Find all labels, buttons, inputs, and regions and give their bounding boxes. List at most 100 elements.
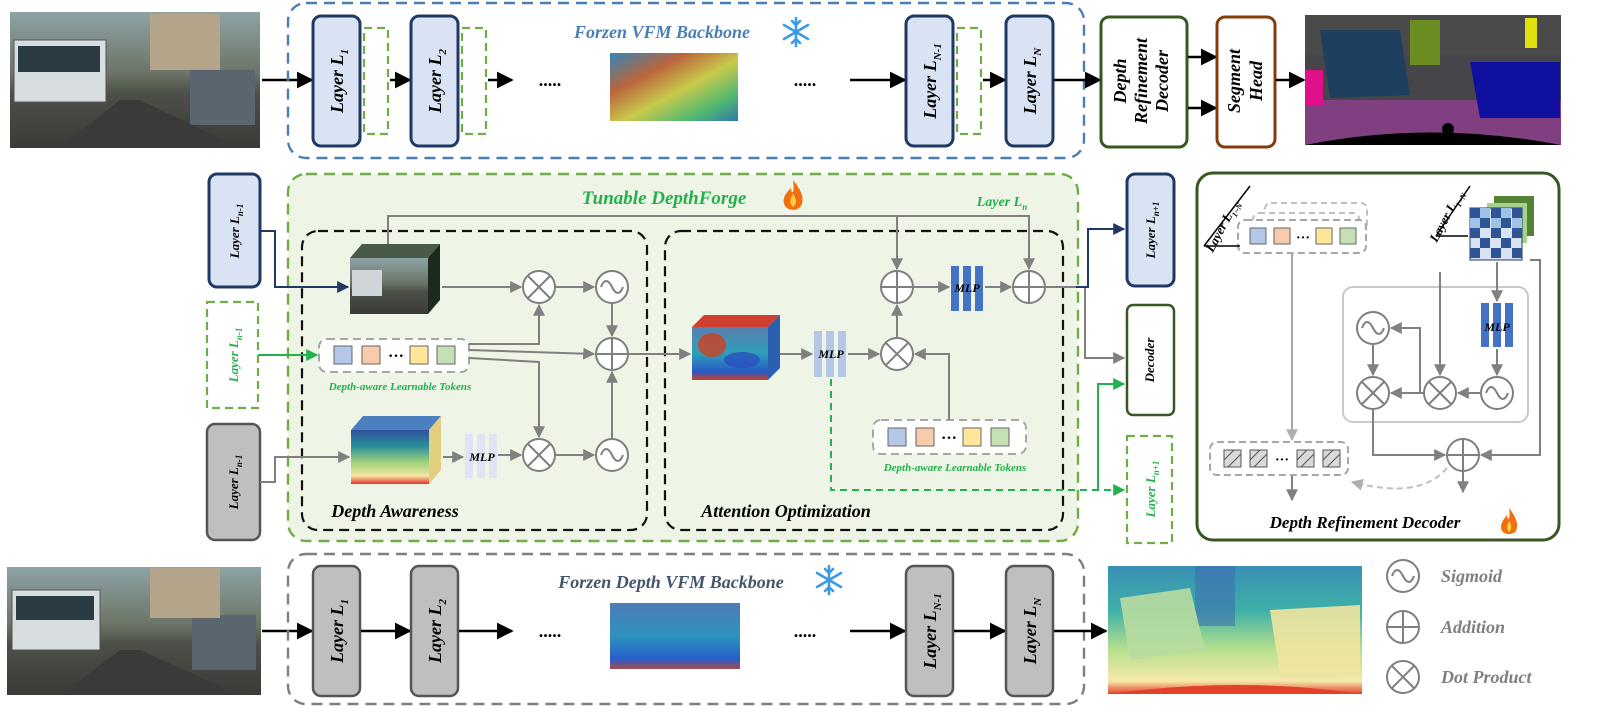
feature-cube-street xyxy=(350,244,440,314)
svg-text:MLP: MLP xyxy=(1483,320,1510,334)
right-layer-n+1-blue: Layer Ln+1 xyxy=(1125,172,1176,288)
top-layer-1: Layer L1 xyxy=(311,14,362,148)
svg-text:···: ··· xyxy=(1275,453,1289,468)
op-dot-1 xyxy=(522,270,556,304)
svg-text:Layer L2: Layer L2 xyxy=(425,49,449,114)
drd-flame-icon xyxy=(1501,508,1518,534)
segment-head-box: Segment Head xyxy=(1215,15,1277,149)
legend-sigmoid: Sigmoid xyxy=(1386,559,1503,593)
bottom-layer-1: Layer L1 xyxy=(311,564,362,698)
snowflake-icon xyxy=(782,16,810,48)
drd-op-sigmoid-1 xyxy=(1356,311,1390,345)
depth-awareness-title: Depth Awareness xyxy=(330,501,459,521)
depth-aware-tokens-left: ··· xyxy=(318,338,470,373)
bottom-ellipsis-left: ..... xyxy=(539,621,562,641)
mlp-attention: MLP xyxy=(814,331,846,377)
drd-feature-grid xyxy=(1469,196,1534,261)
top-tokens-3 xyxy=(955,26,983,136)
legend-dot-product: Dot Product xyxy=(1386,660,1533,694)
svg-text:Segment: Segment xyxy=(1224,48,1244,113)
right-layer-n+1-green: Layer Ln+1 xyxy=(1125,434,1174,545)
top-layer-2: Layer L2 xyxy=(409,14,460,148)
mlp-output: MLP xyxy=(951,266,983,311)
svg-text:MLP: MLP xyxy=(468,450,495,464)
bottom-layer-n-1: Layer LN-1 xyxy=(904,564,955,698)
tokens-label-right: Depth-aware Learnable Tokens xyxy=(883,462,1027,474)
op-sigmoid-2 xyxy=(595,438,629,472)
svg-text:Layer LN-1: Layer LN-1 xyxy=(920,593,944,670)
top-attention-map xyxy=(610,53,738,121)
top-ellipsis-left: ..... xyxy=(539,70,562,90)
depth-refinement-decoder-box: Depth Refinement Decoder xyxy=(1099,15,1189,149)
svg-text:Layer Ln-1: Layer Ln-1 xyxy=(226,455,244,511)
tunable-title: Tunable DepthForge xyxy=(582,188,747,209)
input-street-image-top xyxy=(10,12,260,148)
svg-text:Layer Ln-1: Layer Ln-1 xyxy=(227,204,245,260)
op-sigmoid-1 xyxy=(595,270,629,304)
op-add-2 xyxy=(880,270,914,304)
svg-text:Depth: Depth xyxy=(1110,59,1130,105)
bottom-layer-2: Layer L2 xyxy=(409,564,460,698)
svg-text:Layer LN: Layer LN xyxy=(1020,597,1044,665)
op-dot-3 xyxy=(880,337,914,371)
svg-text:MLP: MLP xyxy=(953,281,980,295)
depth-cube xyxy=(351,416,441,484)
svg-text:Refinement: Refinement xyxy=(1131,37,1151,125)
top-tokens-1 xyxy=(362,26,390,136)
attention-optimization-title: Attention Optimization xyxy=(700,501,871,521)
frozen-vfm-title: Forzen VFM Backbone xyxy=(573,22,750,42)
layer-ln-label: Layer Ln xyxy=(976,195,1028,212)
svg-text:Layer L1: Layer L1 xyxy=(327,49,351,114)
top-ellipsis-right: ..... xyxy=(794,70,817,90)
svg-text:Addition: Addition xyxy=(1440,617,1505,637)
left-layer-n-1-green: Layer Ln-1 xyxy=(205,300,260,410)
svg-text:Layer LN-1: Layer LN-1 xyxy=(920,43,944,120)
legend-addition: Addition xyxy=(1386,610,1505,644)
svg-text:MLP: MLP xyxy=(817,347,844,361)
middle-connections xyxy=(258,215,1126,496)
svg-text:Decoder: Decoder xyxy=(1152,49,1172,113)
op-add-3 xyxy=(1012,270,1046,304)
depth-aware-tokens-right: ··· xyxy=(872,419,1027,455)
svg-text:Layer L2: Layer L2 xyxy=(425,599,449,664)
segmentation-output xyxy=(1305,15,1561,145)
svg-text:···: ··· xyxy=(388,348,404,365)
drd-mlp: MLP xyxy=(1481,303,1513,347)
svg-text:Layer L1: Layer L1 xyxy=(327,599,351,664)
svg-text:Decoder: Decoder xyxy=(1142,337,1157,384)
drd-tokens-stack: ··· xyxy=(1237,202,1368,254)
top-tokens-2 xyxy=(460,26,488,136)
drd-op-sigmoid-2 xyxy=(1480,376,1514,410)
drd-op-dot-2 xyxy=(1423,376,1457,410)
drd-op-add xyxy=(1446,438,1480,472)
attention-cube xyxy=(692,315,780,380)
depth-awareness-box xyxy=(300,229,649,532)
svg-text:···: ··· xyxy=(1296,231,1310,246)
top-layer-n: Layer LN xyxy=(1004,14,1055,148)
tokens-label-left: Depth-aware Learnable Tokens xyxy=(328,381,472,393)
svg-text:Layer Ln+1: Layer Ln+1 xyxy=(1143,461,1161,519)
depth-output xyxy=(1108,566,1362,694)
bottom-attention-map xyxy=(610,603,740,669)
drd-connections xyxy=(1286,254,1541,502)
svg-text:Sigmoid: Sigmoid xyxy=(1441,566,1503,586)
flame-icon xyxy=(783,180,803,210)
input-street-image-bottom xyxy=(7,567,261,695)
op-add-1 xyxy=(595,337,629,371)
attention-optimization-box xyxy=(663,229,1065,532)
svg-text:Layer LN: Layer LN xyxy=(1020,47,1044,115)
left-layer-n-1-blue: Layer Ln-1 xyxy=(207,172,262,289)
bottom-ellipsis-right: ..... xyxy=(794,621,817,641)
drd-op-dot-1 xyxy=(1356,376,1390,410)
mlp-depth: MLP xyxy=(465,434,497,478)
svg-text:Dot Product: Dot Product xyxy=(1440,667,1533,687)
op-dot-2 xyxy=(522,438,556,472)
decoder-small-box: Decoder xyxy=(1125,303,1176,417)
svg-text:Layer Ln-1: Layer Ln-1 xyxy=(226,328,244,384)
frozen-depth-vfm-title: Forzen Depth VFM Backbone xyxy=(557,572,784,592)
top-layer-n-1: Layer LN-1 xyxy=(904,14,955,148)
drd-title: Depth Refinement Decoder xyxy=(1269,513,1461,532)
left-layer-n-1-gray: Layer Ln-1 xyxy=(205,422,262,542)
drd-output-tokens: ··· xyxy=(1209,441,1349,476)
